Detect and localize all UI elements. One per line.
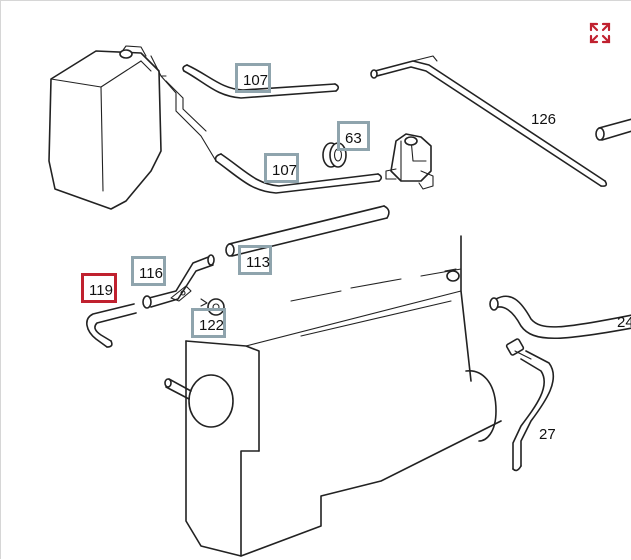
hose-27 bbox=[505, 338, 555, 472]
callout-63[interactable]: 63 bbox=[337, 121, 370, 151]
clamp-122 bbox=[200, 298, 225, 316]
rod-126 bbox=[370, 55, 608, 187]
hose-116 bbox=[142, 254, 215, 309]
hose-107-upper bbox=[182, 64, 340, 99]
label-27[interactable]: 27 bbox=[539, 426, 556, 443]
callout-119-selected[interactable]: 119 bbox=[81, 273, 117, 303]
tank-connecting-lines bbox=[140, 60, 217, 162]
callout-107-lower[interactable]: 107 bbox=[264, 153, 299, 183]
label-24[interactable]: 24 bbox=[617, 314, 631, 331]
reservoir-tank bbox=[48, 45, 167, 210]
callout-116[interactable]: 116 bbox=[131, 256, 166, 286]
valve-assembly bbox=[385, 133, 434, 190]
hose-119 bbox=[86, 303, 137, 348]
pipe-113 bbox=[225, 205, 390, 257]
engine-block bbox=[164, 235, 502, 557]
callout-113[interactable]: 113 bbox=[238, 245, 272, 275]
callout-122[interactable]: 122 bbox=[191, 308, 226, 338]
callout-107-upper[interactable]: 107 bbox=[235, 63, 271, 93]
hose-right-top bbox=[595, 118, 631, 141]
expand-arrows-icon bbox=[589, 22, 611, 44]
hose-107-lower bbox=[214, 153, 383, 194]
hose-24 bbox=[489, 295, 631, 340]
expand-view-button[interactable] bbox=[588, 21, 612, 45]
label-126[interactable]: 126 bbox=[531, 111, 557, 128]
